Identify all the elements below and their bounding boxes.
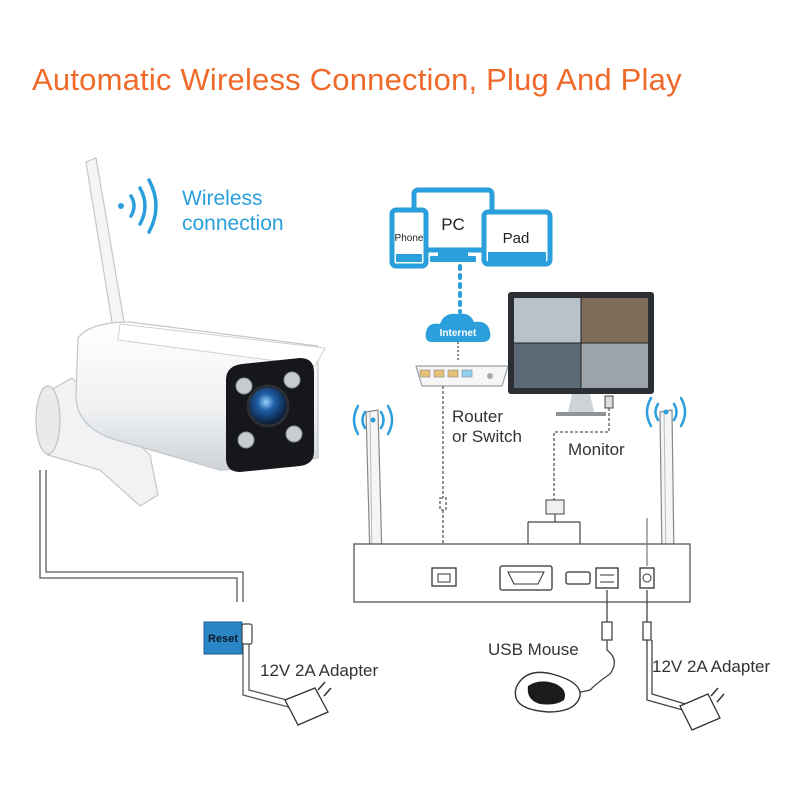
nvr-antenna-left — [365, 409, 383, 561]
nvr-box — [353, 518, 691, 603]
wireless-signal-icon — [118, 178, 158, 234]
nvr-antenna-right — [659, 409, 675, 561]
title: Automatic Wireless Connection, Plug And … — [32, 62, 682, 97]
router-line2: or Switch — [452, 427, 522, 446]
internet-label: Internet — [440, 328, 477, 339]
pad-label: Pad — [503, 230, 530, 247]
wifi-icon-left — [352, 404, 394, 436]
hdmi-port — [565, 571, 591, 585]
camera-hood — [117, 323, 326, 367]
reset-label: Reset — [208, 633, 238, 645]
vga-plug — [545, 499, 565, 515]
bracket-mount — [35, 385, 61, 455]
camera-lens — [246, 384, 290, 428]
internet-cloud-icon — [425, 313, 491, 342]
monitor-label: Monitor — [568, 440, 625, 459]
adapter-right-label: 12V 2A Adapter — [652, 657, 771, 676]
reset-button — [203, 621, 243, 655]
display-split-cable — [527, 514, 581, 568]
monitor-plug — [604, 395, 614, 409]
camera — [35, 157, 326, 507]
wireless-line1: Wireless — [182, 187, 263, 210]
wifi-icon-right — [645, 396, 687, 428]
router-icon — [415, 365, 509, 387]
power-adapter-right-icon — [679, 687, 725, 731]
ir-led-1 — [235, 377, 253, 395]
adapter-left-label: 12V 2A Adapter — [260, 661, 379, 680]
power-adapter-left-icon — [284, 681, 332, 726]
device-group: Phone PC Pad — [389, 187, 553, 269]
ir-led-3 — [237, 431, 255, 449]
monitor-icon — [508, 292, 654, 416]
camera-antenna — [85, 157, 129, 348]
ir-led-4 — [285, 425, 303, 443]
ir-led-2 — [283, 371, 301, 389]
usb-mouse-label: USB Mouse — [488, 640, 579, 659]
router-line1: Router — [452, 407, 504, 426]
wireless-connection-label: Wireless connection — [182, 186, 284, 236]
dc-power-port — [639, 567, 655, 589]
vga-port — [499, 565, 553, 591]
usb-mouse-cable — [571, 590, 615, 695]
wireless-line2: connection — [182, 212, 284, 235]
pc-label: PC — [441, 215, 465, 234]
mouse-icon — [514, 671, 581, 713]
pad-icon — [481, 209, 553, 267]
camera-cables — [39, 470, 303, 711]
phone-icon — [389, 207, 429, 269]
dc-plug-left — [241, 623, 253, 645]
usb-ports — [595, 567, 619, 589]
router-label: Router or Switch — [452, 407, 522, 447]
monitor-cable — [553, 408, 610, 500]
phone-label: Phone — [395, 233, 424, 244]
right-power-cable — [642, 590, 693, 713]
router-cable — [439, 386, 447, 566]
